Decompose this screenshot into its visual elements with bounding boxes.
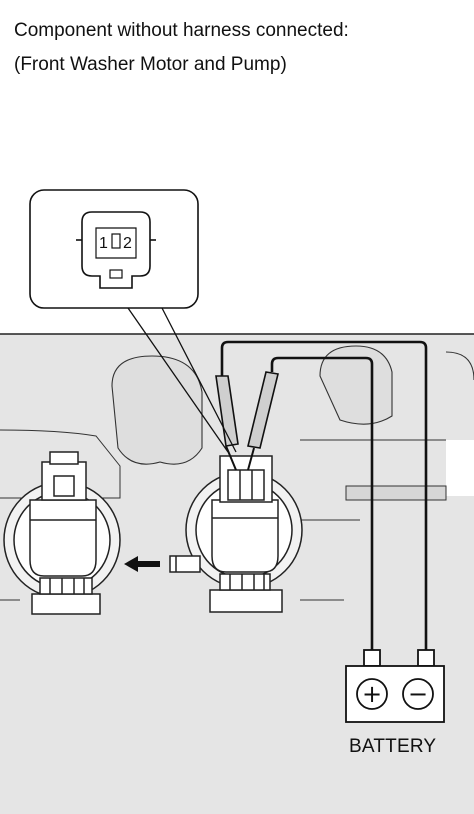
title-line-2: (Front Washer Motor and Pump) (14, 54, 287, 75)
battery-negative-symbol: − (408, 680, 428, 708)
title-line-1: Component without harness connected: (14, 20, 349, 41)
connector-face-icon (76, 211, 156, 289)
battery (345, 649, 445, 723)
connector-pin-2: 2 (123, 235, 132, 252)
front-washer-pump (169, 455, 303, 613)
diagram-title: Component without harness connected: (Fr… (14, 14, 349, 82)
direction-arrow (124, 556, 160, 572)
test-wires (220, 340, 428, 650)
battery-positive-icon (356, 678, 388, 710)
connector-callout: 1 2 (29, 189, 237, 453)
test-probes (215, 371, 279, 471)
connector-pin-1: 1 (99, 235, 108, 252)
battery-negative-icon (402, 678, 434, 710)
battery-label: BATTERY (349, 736, 437, 757)
rear-washer-pump (3, 451, 121, 615)
battery-positive-symbol: + (362, 680, 382, 708)
